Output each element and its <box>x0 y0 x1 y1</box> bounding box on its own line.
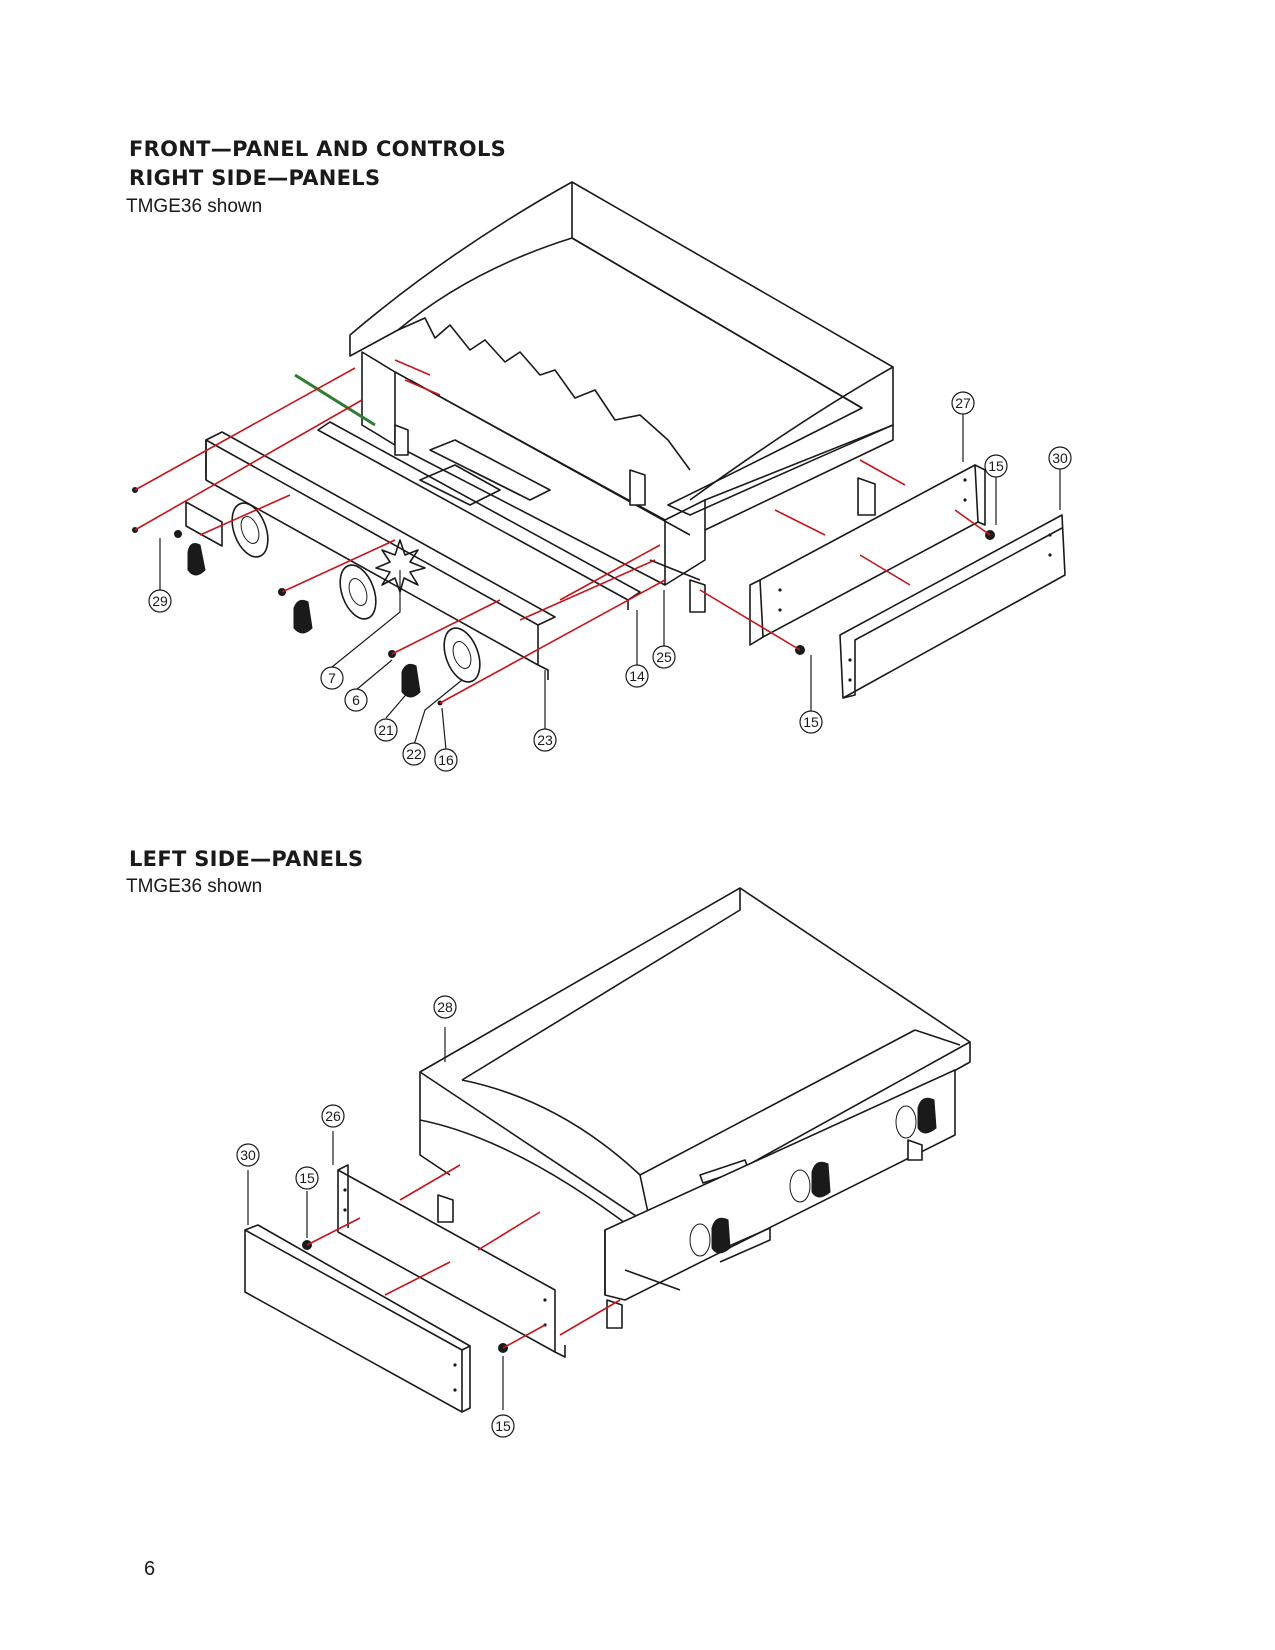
section-subtitle-bottom: TMGE36 shown <box>126 876 263 897</box>
top-callout-30: 30 <box>1048 446 1072 470</box>
bottom-callout-26: 26 <box>321 1104 345 1128</box>
bottom-callout-30: 30 <box>236 1143 260 1167</box>
top-callout-25: 25 <box>652 645 676 669</box>
svg-text:30: 30 <box>1052 450 1068 466</box>
svg-text:30: 30 <box>240 1147 256 1163</box>
top-callout-15: 15 <box>984 454 1008 478</box>
svg-text:14: 14 <box>629 668 645 684</box>
bottom-leader-lines <box>247 1027 504 1410</box>
top-callout-22: 22 <box>402 742 426 766</box>
top-callout-14: 14 <box>625 664 649 688</box>
bottom-callout-28: 28 <box>433 995 457 1019</box>
top-callout-29: 29 <box>148 589 172 613</box>
bottom-callout-15: 15 <box>295 1166 319 1190</box>
top-callout-15: 15 <box>799 710 823 734</box>
svg-text:29: 29 <box>152 593 168 609</box>
svg-text:6: 6 <box>352 692 360 708</box>
section-title-right-side: RIGHT SIDE—PANELS <box>129 166 381 190</box>
page-number: 6 <box>144 1558 156 1580</box>
top-callout-7: 7 <box>320 666 344 690</box>
svg-text:7: 7 <box>328 670 336 686</box>
bottom-callout-15: 15 <box>491 1414 515 1438</box>
top-griddle-assembly <box>132 181 1066 706</box>
svg-text:16: 16 <box>438 752 454 768</box>
svg-text:27: 27 <box>955 395 971 411</box>
section-title-left-side: LEFT SIDE—PANELS <box>129 847 364 871</box>
section-subtitle-top: TMGE36 shown <box>126 196 263 217</box>
top-leader-lines <box>159 413 1061 751</box>
svg-text:15: 15 <box>988 458 1004 474</box>
svg-text:15: 15 <box>299 1170 315 1186</box>
svg-text:25: 25 <box>656 649 672 665</box>
svg-text:23: 23 <box>537 732 553 748</box>
svg-text:15: 15 <box>803 714 819 730</box>
top-callout-16: 16 <box>434 748 458 772</box>
svg-text:21: 21 <box>378 722 394 738</box>
section-title-front-panel: FRONT—PANEL AND CONTROLS <box>129 137 507 161</box>
callout-group: 27 15 30 29 76 21 22 16 23 14 25 15 28 26 30 15 15 <box>148 391 1072 1438</box>
svg-text:15: 15 <box>495 1418 511 1434</box>
top-callout-6: 6 <box>344 688 368 712</box>
bottom-griddle-assembly <box>244 887 971 1413</box>
svg-text:22: 22 <box>406 746 422 762</box>
svg-text:26: 26 <box>325 1108 341 1124</box>
svg-text:28: 28 <box>437 999 453 1015</box>
top-callout-27: 27 <box>951 391 975 415</box>
top-callout-23: 23 <box>533 728 557 752</box>
top-callout-21: 21 <box>374 718 398 742</box>
